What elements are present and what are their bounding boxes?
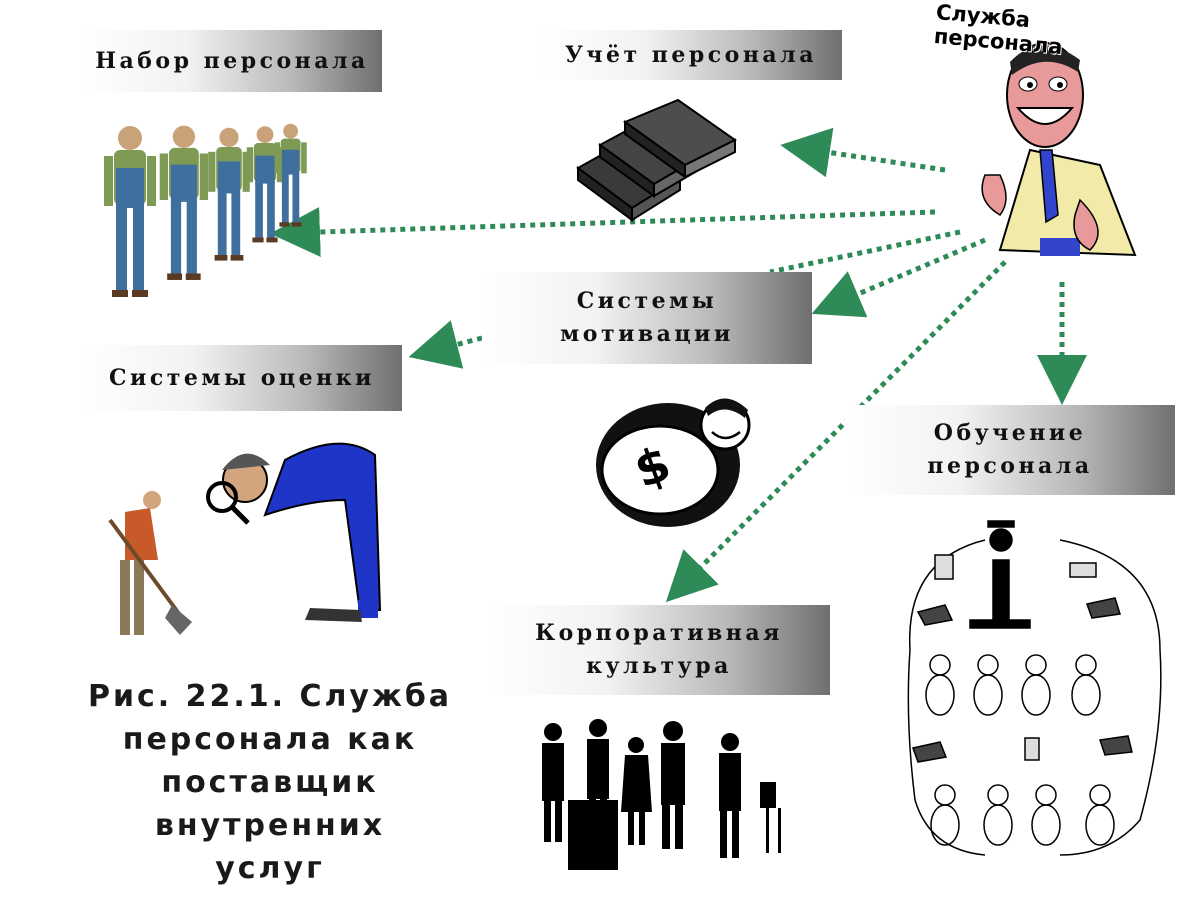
caption-line4: услуг	[215, 851, 325, 886]
label-training: Обучение персонала	[845, 405, 1175, 495]
arrow-to-recruitment	[270, 207, 936, 258]
label-accounting: Учёт персонала	[540, 30, 842, 80]
books-icon	[576, 98, 737, 222]
label-evaluation: Системы оценки	[82, 345, 402, 411]
workers-icon	[104, 123, 307, 297]
arrow-to-motivation	[811, 237, 986, 318]
label-motivation-line1: Системы	[576, 288, 718, 314]
hr-manager-icon	[981, 42, 1137, 257]
label-culture-line2: культура	[586, 653, 732, 679]
inspector-icon	[108, 442, 382, 635]
arrow-to-accounting	[780, 127, 946, 178]
label-evaluation-text: Системы оценки	[109, 364, 375, 391]
label-accounting-text: Учёт персонала	[565, 41, 817, 68]
label-culture: Корпоративная культура	[488, 605, 830, 695]
arrow-to-evaluation	[408, 320, 483, 369]
arrow-to-culture	[665, 260, 1007, 603]
digger-figure	[108, 491, 192, 635]
label-recruitment: Набор персонала	[82, 30, 382, 92]
money-bag-icon: $	[596, 398, 751, 527]
caption-line2: персонала как	[122, 722, 418, 757]
caption-line3: поставщик внутренних	[154, 765, 386, 843]
figure-caption: Рис. 22.1. Служба персонала как поставщи…	[60, 675, 480, 890]
arrow-to-motivation-box	[769, 229, 961, 275]
label-recruitment-text: Набор персонала	[95, 47, 369, 74]
caption-line1: Рис. 22.1. Служба	[87, 679, 453, 714]
label-motivation-line2: мотивации	[560, 321, 734, 347]
label-training-line2: персонала	[927, 453, 1093, 479]
label-training-line1: Обучение	[933, 420, 1087, 446]
label-motivation: Системы мотивации	[482, 272, 812, 364]
arrows	[270, 127, 1087, 603]
business-people-icon	[542, 719, 781, 870]
training-icon	[907, 520, 1162, 856]
label-culture-line1: Корпоративная	[535, 620, 783, 646]
